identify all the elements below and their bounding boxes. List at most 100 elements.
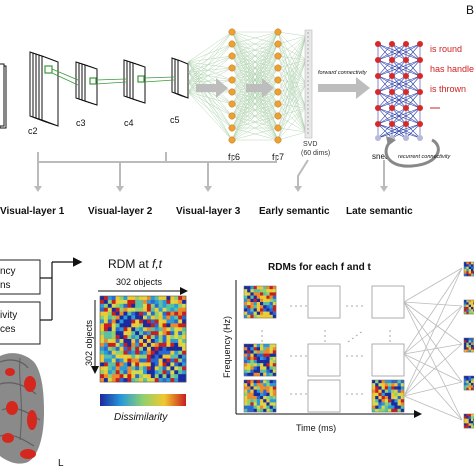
box2-line1: ivity bbox=[0, 310, 17, 321]
forward-connectivity-label: forward connectivity bbox=[318, 70, 368, 76]
snet-network bbox=[375, 41, 423, 141]
rdm-thumbnail bbox=[463, 375, 474, 391]
svd-label: SVD bbox=[303, 141, 317, 148]
filter-lines bbox=[51, 68, 175, 86]
recurrent-arrow-head bbox=[386, 136, 396, 146]
hemisphere-label: L bbox=[58, 458, 64, 469]
fc-node bbox=[274, 28, 282, 36]
fc-node bbox=[274, 100, 282, 108]
snet-label: snet bbox=[372, 152, 388, 161]
fc-node bbox=[228, 100, 236, 108]
grid-ellipsis bbox=[261, 305, 391, 395]
snet-node bbox=[389, 73, 395, 79]
fc-node bbox=[274, 124, 282, 132]
layer-label-c5: c5 bbox=[170, 115, 180, 125]
measure-boxes bbox=[0, 259, 41, 345]
rdm-thumbnail bbox=[463, 337, 474, 353]
rdm-thumbnail bbox=[243, 379, 277, 413]
colorbar bbox=[100, 394, 186, 406]
snet-node bbox=[389, 105, 395, 111]
rdm-title-var: f,t bbox=[152, 257, 163, 271]
conv-layer-3-stack bbox=[75, 61, 98, 106]
snet-node bbox=[403, 121, 409, 127]
fc-nodes bbox=[228, 28, 282, 144]
snet-node bbox=[417, 105, 423, 111]
snet-node bbox=[417, 121, 423, 127]
snet-node bbox=[389, 41, 395, 47]
layer-label-c4: c4 bbox=[124, 118, 134, 128]
forward-arrows bbox=[196, 77, 370, 99]
grid-xlabel: Time (ms) bbox=[296, 423, 336, 433]
stage-label-visual-1: Visual-layer 1 bbox=[0, 206, 65, 217]
layer-label-fc6: fc6 bbox=[228, 152, 240, 162]
feature-is-thrown: is thrown bbox=[430, 84, 466, 94]
rdm-thumbnail bbox=[243, 285, 277, 319]
fc-node bbox=[228, 64, 236, 72]
stage-label-visual-2: Visual-layer 2 bbox=[88, 206, 153, 217]
panel-letter: B bbox=[466, 3, 474, 17]
fc-node bbox=[228, 76, 236, 84]
rdm-top-label: 302 objects bbox=[116, 277, 163, 287]
fc-node bbox=[274, 88, 282, 96]
svd-dims: (60 dims) bbox=[301, 150, 330, 157]
colorbar-label: Dissimilarity bbox=[114, 412, 168, 423]
fc-node bbox=[228, 112, 236, 120]
fc-node bbox=[228, 124, 236, 132]
snet-node bbox=[417, 89, 423, 95]
rdm-title: RDM at f,t bbox=[108, 257, 163, 271]
fc-node bbox=[228, 40, 236, 48]
feature-has-handle: has handle bbox=[430, 64, 474, 74]
conv-layer-1-stack bbox=[0, 63, 7, 129]
box1-line1: ncy bbox=[0, 266, 16, 277]
snet-node bbox=[375, 73, 381, 79]
rdm-thumbnail bbox=[463, 413, 474, 429]
snet-node bbox=[375, 89, 381, 95]
stage-label-visual-3: Visual-layer 3 bbox=[176, 206, 241, 217]
layer-label-c3: c3 bbox=[76, 118, 86, 128]
snet-node bbox=[417, 73, 423, 79]
rdm-thumbnail bbox=[463, 261, 474, 277]
snet-node bbox=[403, 89, 409, 95]
empty-rdm-cell bbox=[371, 343, 405, 377]
empty-rdm-cell bbox=[307, 285, 341, 319]
rdm-grid-cells bbox=[243, 285, 405, 413]
recurrent-connectivity-label: recurrent connectivity bbox=[398, 154, 452, 160]
empty-rdm-cell bbox=[371, 285, 405, 319]
snet-node bbox=[417, 57, 423, 63]
stage-arrowheads bbox=[34, 186, 388, 192]
snet-node bbox=[417, 41, 423, 47]
fc-node bbox=[274, 64, 282, 72]
rdm-title-prefix: RDM at bbox=[108, 257, 152, 271]
stage-label-late-semantic: Late semantic bbox=[346, 206, 413, 217]
recurrent-arrow bbox=[384, 138, 440, 168]
snet-node bbox=[375, 105, 381, 111]
snet-node bbox=[375, 135, 381, 141]
conv-layer-4-stack bbox=[123, 59, 146, 104]
rdm-side-label: 302 objects bbox=[84, 319, 94, 366]
snet-node bbox=[375, 121, 381, 127]
fc-node bbox=[228, 28, 236, 36]
snet-node bbox=[403, 57, 409, 63]
snet-node bbox=[389, 57, 395, 63]
snet-node bbox=[389, 89, 395, 95]
rdm-matrix bbox=[100, 296, 187, 383]
model-fan-lines bbox=[403, 267, 463, 421]
rdm-thumbnail bbox=[463, 299, 474, 315]
snet-node bbox=[375, 41, 381, 47]
fc-node bbox=[274, 112, 282, 120]
fc-node bbox=[274, 136, 282, 144]
conv-layer-2-stack bbox=[29, 51, 59, 127]
brain-image bbox=[0, 353, 44, 464]
fc-node bbox=[228, 136, 236, 144]
connector-to-rdm bbox=[40, 257, 83, 321]
snet-node bbox=[403, 73, 409, 79]
model-rdm-stack bbox=[463, 261, 474, 429]
fc-node bbox=[274, 40, 282, 48]
filter-markers bbox=[44, 65, 145, 85]
stage-label-early-semantic: Early semantic bbox=[259, 206, 330, 217]
fc-node bbox=[274, 52, 282, 60]
conv-layer-5-stack bbox=[171, 57, 189, 99]
stage-brackets bbox=[37, 152, 385, 186]
snet-node bbox=[403, 105, 409, 111]
